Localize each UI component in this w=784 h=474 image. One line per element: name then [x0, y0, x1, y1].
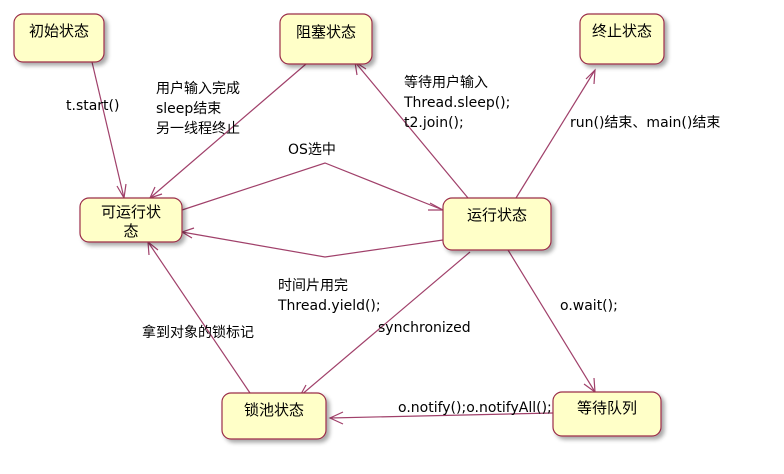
- edge-lock-pool-to-runnable: [147, 240, 251, 394]
- label-unblock-1: 用户输入完成: [156, 80, 240, 97]
- edge-running-to-terminated: [515, 68, 596, 199]
- label-unblock-2: sleep结束: [156, 101, 221, 117]
- state-terminated: 终止状态: [579, 13, 665, 65]
- state-wait-queue: 等待队列: [552, 391, 662, 437]
- label-start: t.start(): [66, 98, 119, 114]
- state-lock-pool: 锁池状态: [221, 392, 327, 440]
- label-block-2: Thread.sleep();: [403, 95, 510, 111]
- state-running: 运行状态: [442, 197, 552, 251]
- label-terminate: run()结束、main()结束: [570, 115, 720, 131]
- state-runnable: 可运行状 态: [79, 197, 183, 243]
- svg-text:可运行状: 可运行状: [101, 203, 161, 221]
- edge-runnable-to-running: [181, 162, 444, 211]
- svg-text:等待队列: 等待队列: [577, 399, 637, 417]
- edge-initial-to-runnable: [91, 61, 127, 200]
- svg-text:终止状态: 终止状态: [592, 22, 652, 40]
- state-blocked: 阻塞状态: [279, 13, 373, 65]
- label-lock-acquired: 拿到对象的锁标记: [142, 324, 254, 341]
- edge-wait-queue-to-lock-pool: [328, 411, 554, 425]
- label-unblock-3: 另一线程终止: [156, 121, 240, 137]
- label-os-select: OS选中: [288, 142, 336, 158]
- svg-text:阻塞状态: 阻塞状态: [296, 23, 356, 41]
- state-initial: 初始状态: [13, 13, 105, 63]
- label-wait: o.wait();: [560, 298, 618, 314]
- svg-text:锁池状态: 锁池状态: [244, 401, 304, 419]
- label-synchronized: synchronized: [378, 320, 471, 336]
- label-notify: o.notify();o.notifyAll();: [398, 400, 552, 416]
- svg-text:初始状态: 初始状态: [29, 22, 89, 40]
- label-yield-1: 时间片用完: [278, 278, 348, 294]
- label-block-3: t2.join();: [404, 115, 464, 131]
- edge-running-to-runnable: [180, 227, 444, 258]
- edge-running-to-wait-queue: [507, 249, 596, 394]
- svg-text:态: 态: [123, 222, 138, 240]
- label-yield-2: Thread.yield();: [277, 298, 381, 314]
- svg-text:运行状态: 运行状态: [467, 206, 527, 224]
- label-block-1: 等待用户输入: [404, 74, 488, 91]
